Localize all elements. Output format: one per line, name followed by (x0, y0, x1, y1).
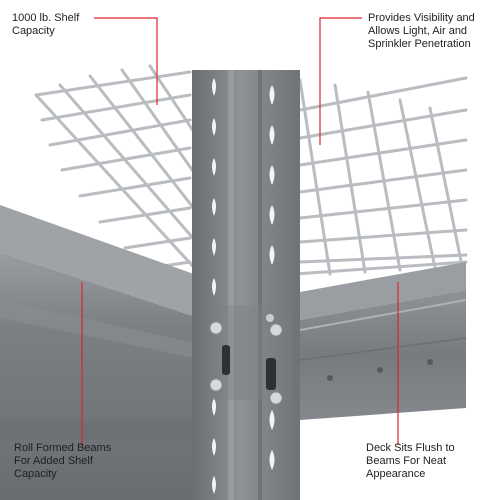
callout-leaders (81, 17, 399, 445)
callout-deck-flush: Deck Sits Flush to Beams For Neat Appear… (366, 442, 455, 480)
bolt-icons (209, 314, 283, 405)
right-beam (299, 262, 467, 420)
wire-deck (34, 64, 468, 287)
upright-post (192, 70, 300, 500)
callout-shelf-capacity: 1000 lb. Shelf Capacity (12, 12, 80, 37)
callout-roll-formed-beams: Roll Formed Beams For Added Shelf Capaci… (14, 442, 112, 480)
callout-visibility: Provides Visibility and Allows Light, Ai… (368, 12, 475, 50)
left-beam (0, 205, 205, 500)
